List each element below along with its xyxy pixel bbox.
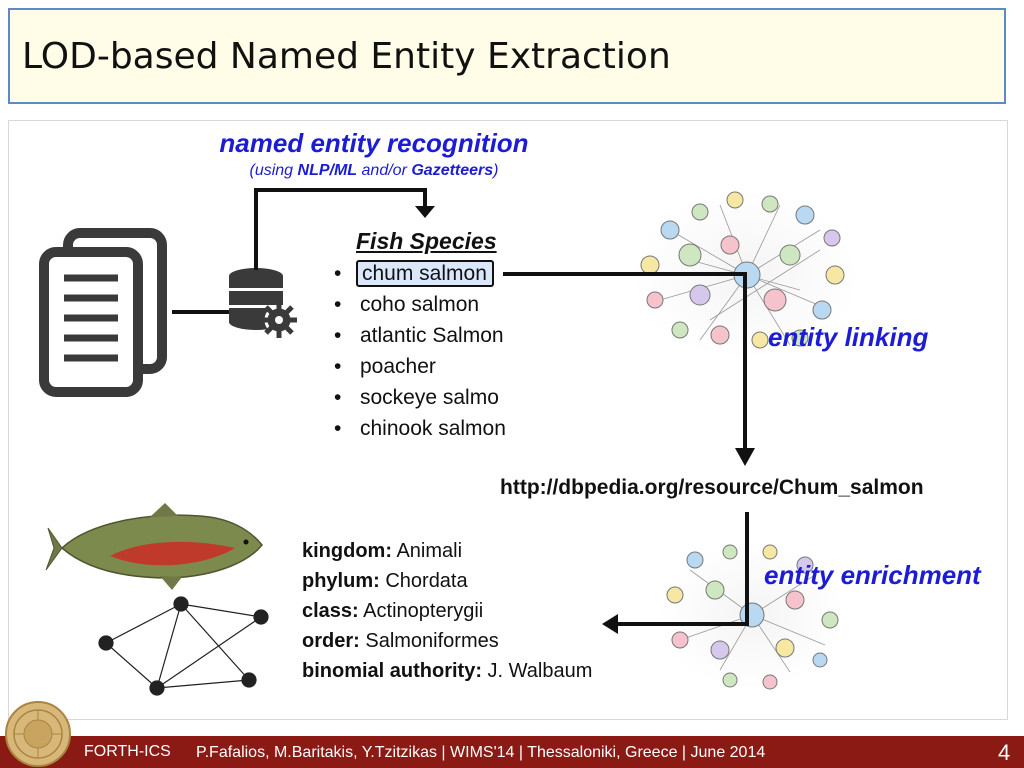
list-item-label: coho salmon	[360, 293, 480, 316]
list-item-label: chinook salmon	[360, 417, 506, 440]
property-value: Chordata	[379, 570, 468, 592]
title-box: LOD-based Named Entity Extraction	[8, 8, 1006, 104]
property-value: J. Walbaum	[482, 660, 593, 682]
lod-cloud-linking	[635, 191, 859, 359]
list-item-label: sockeye salmo	[360, 386, 499, 409]
bullet: •	[334, 386, 342, 409]
ner-sub-gazetteers: Gazetteers	[411, 162, 494, 179]
property-row: binomial authority: J. Walbaum	[302, 656, 592, 686]
fish-image	[45, 503, 263, 590]
linking-arrow-head	[735, 448, 755, 466]
network-graph-icon	[98, 596, 269, 696]
slide-title: LOD-based Named Entity Extraction	[22, 36, 671, 77]
property-key: binomial authority:	[302, 660, 482, 682]
enrichment-arrow-head	[602, 614, 618, 634]
property-value: Actinopterygii	[358, 600, 484, 622]
property-key: kingdom:	[302, 540, 392, 562]
ner-title: named entity recognition	[219, 128, 529, 158]
bullet: •	[334, 355, 342, 378]
linking-arrow	[503, 272, 747, 452]
bullet: •	[334, 262, 342, 285]
property-key: phylum:	[302, 570, 380, 592]
list-item: • chinook salmon	[334, 415, 511, 446]
bullet: •	[334, 417, 342, 440]
lod-cloud-enrichment	[660, 541, 844, 690]
institution-seal-icon	[5, 701, 71, 767]
database-gear-icon	[229, 268, 297, 338]
list-item: • atlantic Salmon	[334, 322, 511, 353]
list-item-highlighted[interactable]: • chum salmon	[334, 260, 511, 291]
page-number: 4	[998, 740, 1011, 765]
property-row: order: Salmoniformes	[302, 626, 592, 656]
property-value: Salmoniformes	[359, 630, 499, 652]
enrichment-arrow	[616, 512, 749, 626]
ner-sub-suffix: )	[493, 162, 499, 179]
property-row: class: Actinopterygii	[302, 596, 592, 626]
property-row: kingdom: Animali	[302, 536, 592, 566]
ner-arrow	[254, 188, 427, 270]
ner-arrow-head	[415, 206, 435, 218]
entity-enrichment-label: entity enrichment	[764, 560, 981, 590]
property-key: class:	[302, 600, 359, 622]
ner-sub-prefix: (using	[249, 162, 298, 179]
footer-bar: FORTH-ICS P.Fafalios, M.Baritakis, Y.Tzi…	[0, 736, 1024, 768]
footer-authors: P.Fafalios, M.Baritakis, Y.Tzitzikas | W…	[196, 744, 766, 761]
ner-sub-mid: and/or	[357, 162, 412, 179]
document-stack-icon	[39, 228, 167, 397]
ner-subtitle: (using NLP/ML and/or Gazetteers)	[0, 162, 748, 180]
bullet: •	[334, 324, 342, 347]
list-item-label: atlantic Salmon	[360, 324, 504, 347]
list-item-label: poacher	[360, 355, 436, 378]
property-row: phylum: Chordata	[302, 566, 592, 596]
fish-species-list: • chum salmon • coho salmon • atlantic Salm…	[334, 260, 511, 446]
footer-org: FORTH-ICS	[84, 743, 171, 760]
content-panel	[8, 120, 1008, 720]
list-item: • sockeye salmo	[334, 384, 511, 415]
bullet: •	[334, 293, 342, 316]
list-item-label: chum salmon	[356, 260, 494, 287]
list-item: • poacher	[334, 353, 511, 384]
ner-sub-nlp: NLP/ML	[297, 162, 358, 179]
entity-linking-label: entity linking	[768, 322, 929, 352]
entity-properties: kingdom: Animali phylum: Chordata class:…	[302, 536, 592, 686]
property-key: order:	[302, 630, 360, 652]
property-value: Animali	[392, 540, 463, 562]
fish-species-heading: Fish Species	[356, 228, 497, 254]
dbpedia-uri[interactable]: http://dbpedia.org/resource/Chum_salmon	[500, 476, 924, 499]
list-item: • coho salmon	[334, 291, 511, 322]
